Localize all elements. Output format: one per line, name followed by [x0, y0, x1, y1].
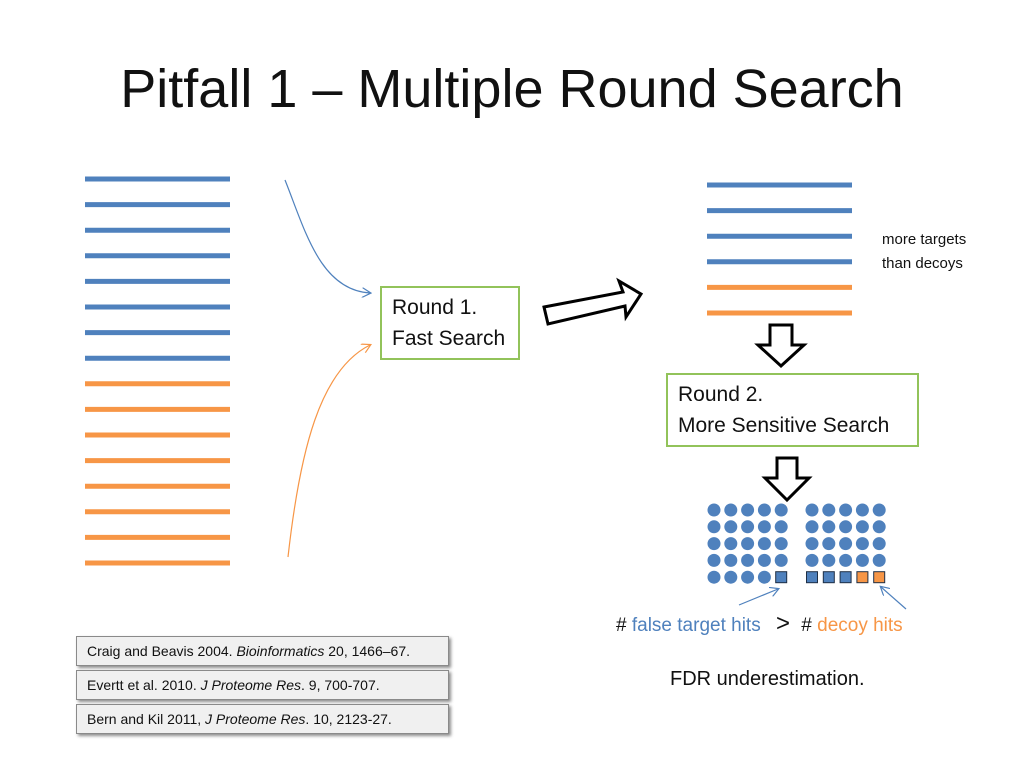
target-hit-dot — [741, 503, 755, 517]
false-target-square — [775, 571, 788, 584]
target-hit-dot — [774, 553, 788, 567]
block-arrow-down-icon-2 — [761, 456, 813, 503]
target-hit-dot — [741, 553, 755, 567]
target-hit-dot — [724, 537, 738, 551]
target-hit-dot — [741, 537, 755, 551]
round1-box: Round 1. Fast Search — [380, 286, 520, 360]
blue-curve-arrow — [284, 179, 370, 293]
left-spectra-list — [85, 176, 230, 566]
target-hit-dot — [724, 570, 738, 584]
target-hit-dot — [839, 537, 853, 551]
target-hit-dot — [872, 553, 886, 567]
block-arrow-down-icon — [754, 323, 808, 369]
round2-label: Round 2. — [678, 383, 764, 406]
target-hit-dot — [724, 503, 738, 517]
target-hit-dot — [855, 520, 869, 534]
target-hit-dot — [774, 520, 788, 534]
target-hit-dot — [805, 503, 819, 517]
target-hit-dot — [757, 570, 771, 584]
filtered-spectra-list — [707, 182, 852, 316]
hash-symbol: # — [616, 615, 627, 636]
hits-comparison: # false target hits > # decoy hits — [616, 610, 903, 638]
target-hit-dot — [855, 537, 869, 551]
target-hit-dot — [757, 520, 771, 534]
decoy-square — [856, 571, 869, 584]
note-line2: than decoys — [882, 255, 963, 272]
target-hit-dot — [757, 553, 771, 567]
target-hit-dot — [774, 537, 788, 551]
target-hit-dot — [805, 520, 819, 534]
reference-3: Bern and Kil 2011, J Proteome Res. 10, 2… — [76, 704, 449, 734]
target-hit-dot — [741, 570, 755, 584]
false-target-pointer — [738, 589, 778, 606]
orange-curve-arrow — [287, 345, 370, 558]
target-hit-dot — [822, 537, 836, 551]
target-hit-dot — [822, 520, 836, 534]
target-hit-dot — [707, 537, 721, 551]
hash-symbol-2: # — [801, 615, 812, 636]
false-target-square — [806, 571, 818, 584]
target-hit-dot — [872, 503, 886, 517]
target-hit-dot — [839, 520, 853, 534]
target-hit-dot — [724, 520, 738, 534]
block-arrow-right-icon — [542, 277, 644, 326]
reference-1: Craig and Beavis 2004. Bioinformatics 20… — [76, 636, 449, 666]
target-hit-dot — [839, 553, 853, 567]
target-hit-dot — [822, 553, 836, 567]
target-hit-dot — [855, 503, 869, 517]
decoy-pointer — [881, 587, 907, 610]
false-target-square — [822, 571, 835, 584]
decoy-label: decoy hits — [817, 615, 903, 636]
target-hit-dot — [707, 553, 721, 567]
greater-than-symbol: > — [775, 610, 790, 637]
target-hit-dot — [724, 553, 738, 567]
target-hit-dot — [872, 537, 886, 551]
target-hit-dot — [707, 520, 721, 534]
decoy-square — [873, 571, 886, 584]
target-hit-dot — [707, 503, 721, 517]
target-hit-dot — [774, 503, 788, 517]
target-hit-dot — [805, 553, 819, 567]
target-hit-dot — [757, 537, 771, 551]
false-target-label: false target hits — [631, 615, 761, 636]
targets-note: more targets than decoys — [882, 228, 966, 276]
target-hit-dot — [741, 520, 755, 534]
round2-box: Round 2. More Sensitive Search — [666, 373, 919, 447]
target-hit-dot — [839, 503, 853, 517]
reference-2: Evertt et al. 2010. J Proteome Res. 9, 7… — [76, 670, 449, 700]
target-hit-dot — [872, 520, 886, 534]
note-line1: more targets — [882, 231, 967, 248]
hit-dots-grid — [707, 503, 886, 584]
false-target-square — [839, 571, 852, 584]
round2-description: More Sensitive Search — [678, 414, 890, 437]
target-hit-dot — [805, 537, 819, 551]
slide-title: Pitfall 1 – Multiple Round Search — [120, 59, 904, 119]
conclusion-text: FDR underestimation. — [670, 668, 865, 690]
target-hit-dot — [707, 570, 721, 584]
target-hit-dot — [855, 553, 869, 567]
round1-description: Fast Search — [392, 327, 506, 350]
round1-label: Round 1. — [392, 296, 478, 319]
target-hit-dot — [822, 503, 836, 517]
target-hit-dot — [757, 503, 771, 517]
